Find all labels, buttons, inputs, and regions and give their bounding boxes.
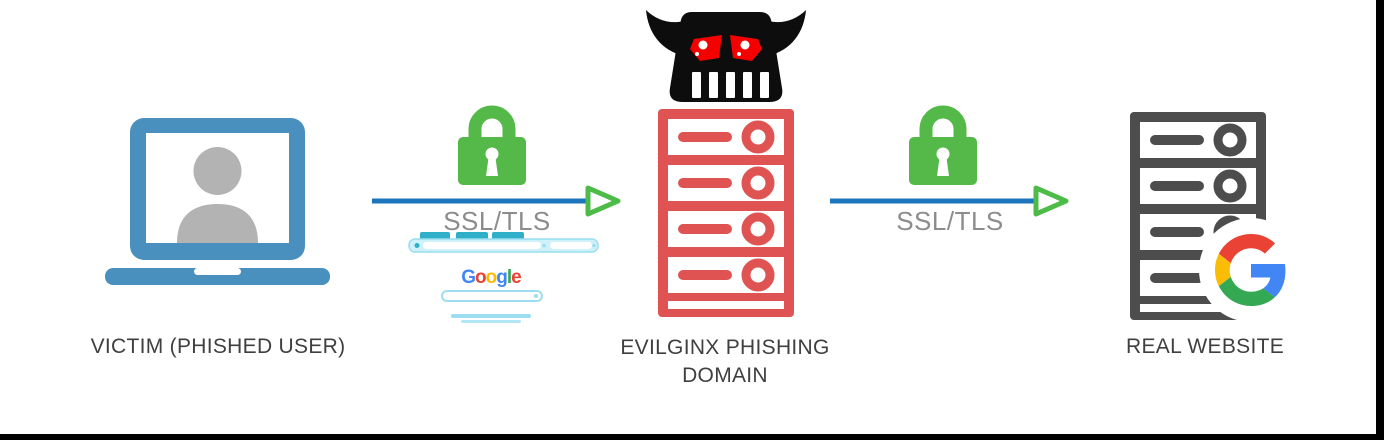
- laptop-user-icon: [105, 118, 330, 285]
- ssl-tls-label: SSL/TLS: [443, 206, 551, 236]
- google-search-box-mockup: [441, 290, 543, 302]
- arrow-right-icon: [830, 185, 1069, 217]
- search-icon: [534, 294, 538, 298]
- victim-label: VICTIM (PHISHED USER): [90, 335, 346, 358]
- right-border-bar: [1376, 0, 1384, 440]
- evilginx-label: EVILGINX PHISHING DOMAIN: [570, 334, 880, 390]
- google-buttons-mockup-line: [451, 314, 531, 318]
- devil-head-icon: [646, 10, 806, 102]
- google-buttons-mockup-line: [461, 320, 521, 323]
- evilginx-label-line1: EVILGINX PHISHING: [620, 336, 830, 359]
- real-website-label: REAL WEBSITE: [1125, 335, 1285, 358]
- google-logo: Google: [461, 267, 521, 288]
- bottom-border-bar: [0, 434, 1384, 440]
- evil-server-icon: [658, 109, 794, 317]
- google-g-icon: [1199, 218, 1303, 322]
- arrow-right-icon: [372, 185, 621, 217]
- ssl-padlock-icon: [458, 105, 526, 185]
- evilginx-label-line2: DOMAIN: [682, 364, 768, 387]
- ssl-tls-label: SSL/TLS: [896, 206, 1004, 236]
- real-server-icon: [1130, 112, 1266, 320]
- ssl-padlock-icon: [909, 105, 977, 185]
- browser-toolbar-mockup-icon: [408, 232, 599, 253]
